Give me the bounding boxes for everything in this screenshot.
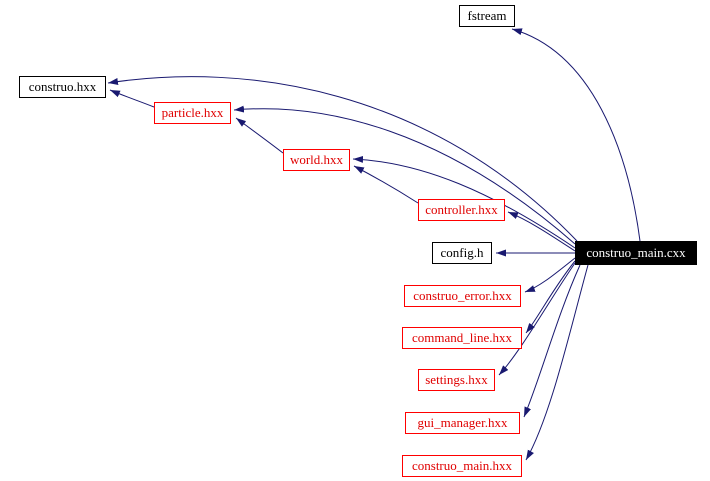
node-construo-main-hxx[interactable]: construo_main.hxx	[402, 455, 522, 477]
node-particle-hxx[interactable]: particle.hxx	[154, 102, 231, 124]
node-construo-hxx: construo.hxx	[19, 76, 106, 98]
edge-main-to-fstream	[511, 28, 641, 242]
node-controller-hxx[interactable]: controller.hxx	[418, 199, 505, 221]
edge-main-to-world-hxx	[352, 155, 576, 249]
edge-controller-to-world-hxx	[353, 165, 419, 204]
node-gui-manager-hxx[interactable]: gui_manager.hxx	[405, 412, 520, 434]
edge-main-to-command-line-hxx	[525, 260, 576, 334]
edge-world-to-particle-hxx	[235, 117, 284, 154]
edge-particle-to-construo-hxx	[109, 89, 155, 108]
edge-main-to-particle-hxx	[233, 105, 576, 245]
edge-main-to-controller-hxx	[507, 211, 576, 252]
edge-main-to-construo-error-hxx	[524, 257, 576, 293]
node-settings-hxx[interactable]: settings.hxx	[418, 369, 495, 391]
edge-main-to-gui-manager-hxx	[523, 264, 581, 418]
edge-main-to-settings-hxx	[498, 262, 576, 376]
edge-main-to-construo-hxx	[107, 76, 578, 242]
node-command-line-hxx[interactable]: command_line.hxx	[402, 327, 522, 349]
node-construo-error-hxx[interactable]: construo_error.hxx	[404, 285, 521, 307]
edge-main-to-construo-main-hxx	[525, 264, 589, 461]
node-config-h: config.h	[432, 242, 492, 264]
node-world-hxx[interactable]: world.hxx	[283, 149, 350, 171]
node-construo-main-cxx: construo_main.cxx	[575, 241, 697, 265]
node-fstream: fstream	[459, 5, 515, 27]
